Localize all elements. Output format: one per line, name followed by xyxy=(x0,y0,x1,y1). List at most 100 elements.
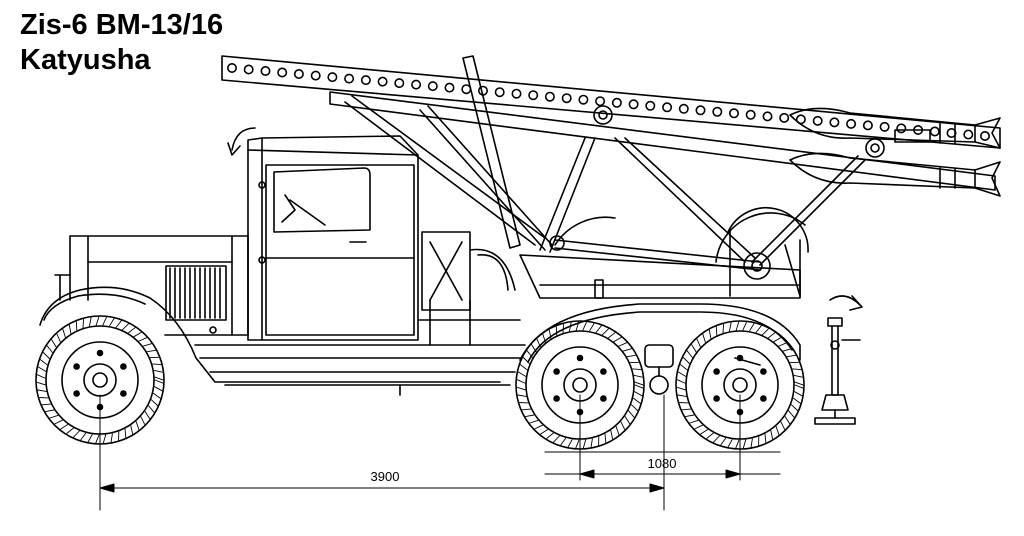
tread-mark xyxy=(148,405,155,413)
tread-mark xyxy=(516,379,526,384)
tread-mark xyxy=(676,379,686,384)
tread-mark xyxy=(742,439,747,449)
tread-mark xyxy=(135,421,140,431)
tread-mark xyxy=(792,397,801,404)
tread-mark xyxy=(702,333,706,343)
tread-mark xyxy=(750,438,753,448)
louvre-frame xyxy=(165,265,227,321)
tread-mark xyxy=(144,411,151,420)
rail-hole xyxy=(979,131,990,142)
rail-hole xyxy=(277,67,288,78)
launch-rail-upper xyxy=(221,55,1001,149)
lug-nut xyxy=(600,395,607,402)
diff-bearing xyxy=(649,375,669,395)
tread-mark xyxy=(102,434,107,444)
tread-mark xyxy=(706,432,714,439)
rail-hole xyxy=(896,123,907,134)
tread-mark xyxy=(610,430,614,440)
tread-mark xyxy=(42,352,50,359)
lug-nut xyxy=(600,368,607,375)
tread-mark xyxy=(517,394,527,397)
rail-holes xyxy=(227,62,990,142)
tread-mark xyxy=(792,368,802,371)
rail-hole xyxy=(846,118,857,129)
rail-hole xyxy=(327,72,338,83)
tread-mark xyxy=(569,322,572,332)
tread-mark xyxy=(618,342,628,347)
rail-hole xyxy=(243,64,254,75)
tread-mark xyxy=(677,394,687,397)
rail-hole xyxy=(310,70,321,81)
tread-mark xyxy=(516,386,526,391)
tread-mark xyxy=(553,435,560,443)
tread-mark xyxy=(582,321,587,331)
tread-mark xyxy=(708,329,712,339)
launch-rail-lower xyxy=(329,91,996,191)
tread-mark xyxy=(540,429,549,435)
diff-housing xyxy=(644,344,674,368)
tread-mark xyxy=(620,421,626,430)
rail-hole xyxy=(394,78,405,89)
tread-mark xyxy=(73,430,80,438)
tread-mark xyxy=(784,416,791,425)
rail-hole xyxy=(728,108,739,119)
rail-hole xyxy=(779,112,790,123)
tread-mark xyxy=(749,323,755,332)
rail-hole xyxy=(444,82,455,93)
tread-mark xyxy=(80,432,87,441)
rail-hole xyxy=(511,88,522,99)
tread-mark xyxy=(729,322,732,332)
rail-hole xyxy=(561,93,572,104)
rail-hole xyxy=(227,62,238,73)
tread-mark xyxy=(770,430,774,440)
tread-mark xyxy=(152,392,161,399)
tread-mark xyxy=(630,404,639,411)
tread-mark xyxy=(95,434,100,444)
tread-mark xyxy=(735,439,740,449)
tread-mark xyxy=(62,328,66,338)
hub xyxy=(83,363,117,397)
tread-mark xyxy=(615,426,620,436)
lug-nut xyxy=(553,368,560,375)
tread-mark xyxy=(529,419,539,424)
rail-hole xyxy=(695,105,706,116)
rail-hole xyxy=(528,90,539,101)
tread-mark xyxy=(682,357,690,364)
tread-mark xyxy=(775,426,780,436)
tread-mark xyxy=(575,439,580,449)
tread-mark xyxy=(689,419,699,424)
lug-nut xyxy=(553,395,560,402)
tread-mark xyxy=(102,316,107,326)
rear-wheel-2 xyxy=(675,320,805,450)
tread-mark xyxy=(36,381,46,386)
lug-nut xyxy=(713,395,720,402)
tread-mark xyxy=(127,327,136,334)
tread-mark xyxy=(686,350,693,358)
rail-hole xyxy=(344,73,355,84)
tread-mark xyxy=(634,384,644,389)
tread-mark xyxy=(150,399,159,406)
tread-mark xyxy=(152,363,162,366)
tread-mark xyxy=(60,424,69,430)
tread-mark xyxy=(121,323,129,331)
tread-mark xyxy=(54,419,63,425)
tread-mark xyxy=(691,344,697,353)
tread-mark xyxy=(56,333,61,343)
tread-mark xyxy=(109,318,115,327)
tread-mark xyxy=(45,409,55,413)
bogie-dimension-label: 1080 xyxy=(648,456,677,471)
tread-mark xyxy=(37,389,47,392)
tread-mark xyxy=(130,425,134,435)
rail-hole xyxy=(762,111,773,122)
rail-hole xyxy=(611,97,622,108)
hub-cap xyxy=(572,377,588,393)
tread-mark xyxy=(773,336,782,343)
tread-mark xyxy=(727,439,733,448)
tread-mark xyxy=(41,403,52,406)
tread-mark xyxy=(761,328,769,336)
tread-mark xyxy=(531,344,537,353)
tread-mark xyxy=(560,437,567,446)
tread-mark xyxy=(595,325,602,333)
chassis xyxy=(194,248,526,396)
rail-hole xyxy=(260,66,271,77)
